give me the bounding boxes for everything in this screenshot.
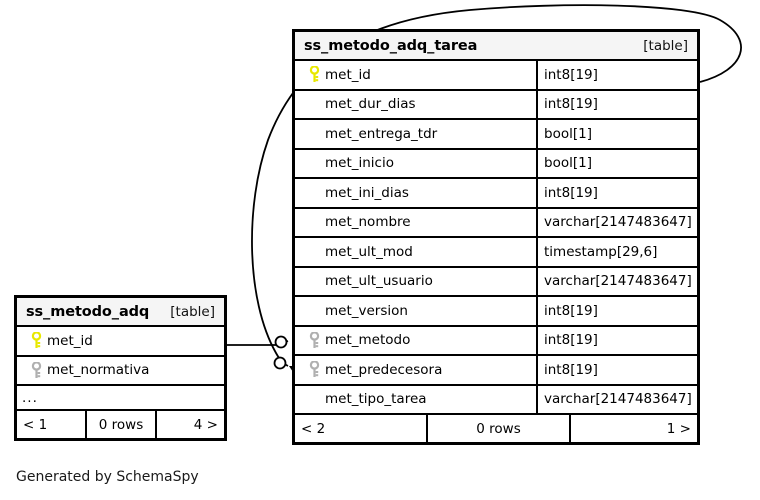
relationship-edge-met-metodo (227, 340, 289, 346)
column-type: int8[19] (536, 356, 697, 384)
column-label: met_dur_dias (325, 96, 416, 113)
column-row-met-inicio[interactable]: met_inicio bool[1] (295, 149, 697, 179)
entity-footer: < 2 0 rows 1 > (295, 415, 697, 442)
column-label: met_ult_usuario (325, 273, 433, 290)
column-label: met_id (325, 66, 371, 83)
column-row-met-metodo[interactable]: met_metodo int8[19] (295, 326, 697, 356)
column-type: bool[1] (536, 120, 697, 148)
footer-parents-count[interactable]: < 2 (301, 420, 326, 437)
column-name-cell: met_normativa (17, 357, 224, 385)
entity-table-ss-metodo-adq[interactable]: ss_metodo_adq [table] met_id (14, 295, 227, 441)
key-icon (303, 66, 325, 83)
column-row-met-id[interactable]: met_id (17, 327, 224, 357)
column-type: varchar[2147483647] (536, 208, 697, 236)
more-columns-indicator: ... (17, 386, 224, 411)
column-label: met_metodo (325, 332, 411, 349)
column-label: met_id (47, 332, 93, 349)
column-name-cell: met_predecesora (295, 356, 536, 384)
column-label: met_predecesora (325, 361, 443, 378)
column-row-met-ult-mod[interactable]: met_ult_mod timestamp[29,6] (295, 238, 697, 268)
column-type: int8[19] (536, 326, 697, 354)
column-type: varchar[2147483647] (536, 385, 697, 413)
column-name-cell: met_ult_usuario (295, 268, 536, 296)
column-type: int8[19] (536, 179, 697, 207)
column-name-cell: met_version (295, 297, 536, 325)
column-row-met-entrega-tdr[interactable]: met_entrega_tdr bool[1] (295, 120, 697, 150)
column-row-met-normativa[interactable]: met_normativa (17, 357, 224, 386)
footer-row-count: 0 rows (426, 415, 571, 442)
column-name-cell: met_ult_mod (295, 238, 536, 266)
footer-row-count: 0 rows (85, 411, 157, 438)
cardinality-zero-marker-met-predecesora (273, 356, 287, 370)
column-name-cell: met_tipo_tarea (295, 386, 536, 414)
column-label: met_ult_mod (325, 243, 413, 260)
key-icon (25, 332, 47, 349)
column-label: met_tipo_tarea (325, 391, 427, 408)
entity-header[interactable]: ss_metodo_adq [table] (17, 298, 224, 327)
column-row-met-tipo-tarea[interactable]: met_tipo_tarea varchar[2147483647] (295, 385, 697, 415)
footer-parents-count[interactable]: < 1 (23, 416, 48, 433)
column-name-cell: met_metodo (295, 327, 536, 355)
column-name-cell: met_dur_dias (295, 91, 536, 119)
key-icon (25, 361, 47, 379)
column-row-met-ini-dias[interactable]: met_ini_dias int8[19] (295, 179, 697, 209)
column-name-cell: met_ini_dias (295, 179, 536, 207)
column-label: met_nombre (325, 214, 411, 231)
column-name-cell: met_entrega_tdr (295, 120, 536, 148)
column-type: varchar[2147483647] (536, 267, 697, 295)
entity-title: ss_metodo_adq (26, 303, 150, 320)
column-label: met_ini_dias (325, 184, 409, 201)
column-row-met-id[interactable]: met_id int8[19] (295, 61, 697, 91)
column-row-met-predecesora[interactable]: met_predecesora int8[19] (295, 356, 697, 386)
column-type: int8[19] (536, 297, 697, 325)
column-type: int8[19] (536, 61, 697, 89)
footer-children-count[interactable]: 4 > (193, 416, 218, 433)
column-name-cell: met_id (17, 327, 224, 355)
cardinality-zero-marker-met-metodo (274, 335, 288, 349)
entity-table-ss-metodo-adq-tarea[interactable]: ss_metodo_adq_tarea [table] met_id int8[… (292, 29, 700, 445)
key-icon (303, 331, 325, 349)
footer-children-count[interactable]: 1 > (666, 420, 691, 437)
column-label: met_entrega_tdr (325, 125, 438, 142)
column-row-met-ult-usuario[interactable]: met_ult_usuario varchar[2147483647] (295, 267, 697, 297)
entity-title: ss_metodo_adq_tarea (304, 37, 478, 54)
column-label: met_normativa (47, 362, 150, 379)
column-type: bool[1] (536, 149, 697, 177)
generated-by-label: Generated by SchemaSpy (16, 469, 199, 485)
column-name-cell: met_id (295, 61, 536, 89)
entity-kind-label: [table] (170, 303, 215, 320)
key-icon (303, 361, 325, 378)
column-row-met-version[interactable]: met_version int8[19] (295, 297, 697, 327)
column-row-met-dur-dias[interactable]: met_dur_dias int8[19] (295, 90, 697, 120)
column-type: timestamp[29,6] (536, 238, 697, 266)
column-name-cell: met_inicio (295, 150, 536, 178)
entity-kind-label: [table] (643, 37, 688, 54)
entity-footer: < 1 0 rows 4 > (17, 411, 224, 438)
column-label: met_inicio (325, 155, 394, 172)
column-type: int8[19] (536, 90, 697, 118)
entity-header[interactable]: ss_metodo_adq_tarea [table] (295, 32, 697, 61)
column-row-met-nombre[interactable]: met_nombre varchar[2147483647] (295, 208, 697, 238)
column-name-cell: met_nombre (295, 209, 536, 237)
column-label: met_version (325, 302, 408, 319)
